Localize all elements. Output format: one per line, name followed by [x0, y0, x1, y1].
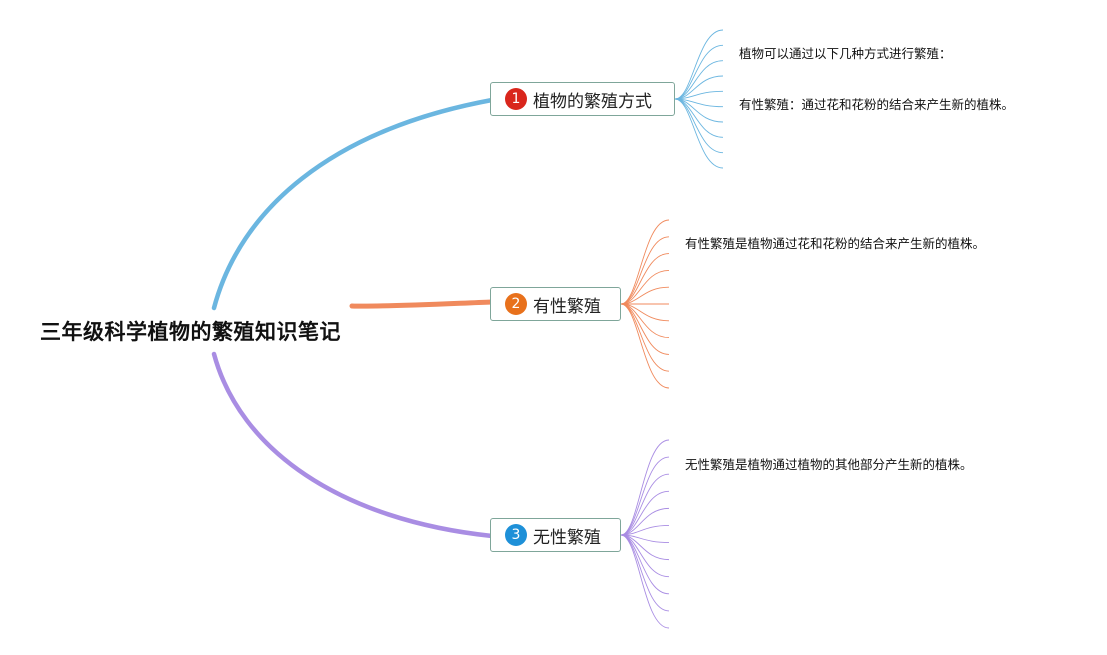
- branch-topic-1[interactable]: 1 植物的繁殖方式: [490, 82, 675, 116]
- note-text: 无性繁殖是植物通过植物的其他部分产生新的植株。: [685, 457, 973, 472]
- fan-lines-branch-2: [620, 219, 670, 389]
- branch-topic-2[interactable]: 2 有性繁殖: [490, 287, 621, 321]
- note-text: 有性繁殖：通过花和花粉的结合来产生新的植株。: [739, 97, 1015, 112]
- branch-label: 植物的繁殖方式: [533, 91, 652, 112]
- connector-branch-2: [349, 299, 495, 309]
- fan-line: [620, 439, 670, 536]
- fan-line: [620, 303, 670, 389]
- fan-line: [620, 534, 670, 612]
- fan-lines-branch-3: [620, 439, 670, 629]
- branch-label: 无性繁殖: [533, 527, 601, 548]
- fan-line: [674, 29, 724, 100]
- note-text: 有性繁殖是植物通过花和花粉的结合来产生新的植株。: [685, 236, 986, 251]
- fan-lines-branch-1: [674, 29, 724, 169]
- fan-line: [620, 473, 670, 536]
- number-badge-icon: 2: [505, 293, 527, 315]
- number-badge-icon: 1: [505, 88, 527, 110]
- branch-label: 有性繁殖: [533, 296, 601, 317]
- fan-line: [620, 534, 670, 595]
- fan-line: [620, 253, 670, 305]
- fan-line: [620, 286, 670, 305]
- fan-line: [620, 269, 670, 305]
- fan-line: [620, 219, 670, 305]
- fan-line: [620, 303, 670, 355]
- note-text: 植物可以通过以下几种方式进行繁殖：: [739, 46, 952, 61]
- number-badge-icon: 3: [505, 524, 527, 546]
- connector-branch-1: [211, 97, 495, 311]
- fan-line: [620, 507, 670, 536]
- root-topic[interactable]: 三年级科学植物的繁殖知识笔记: [40, 320, 341, 344]
- fan-line: [620, 525, 670, 536]
- branch-topic-3[interactable]: 3 无性繁殖: [490, 518, 621, 552]
- fan-line: [620, 456, 670, 536]
- fan-line: [674, 44, 724, 100]
- fan-line: [674, 98, 724, 154]
- fan-line: [620, 236, 670, 305]
- fan-line: [674, 98, 724, 169]
- fan-line: [620, 534, 670, 629]
- connector-branch-3: [211, 351, 495, 539]
